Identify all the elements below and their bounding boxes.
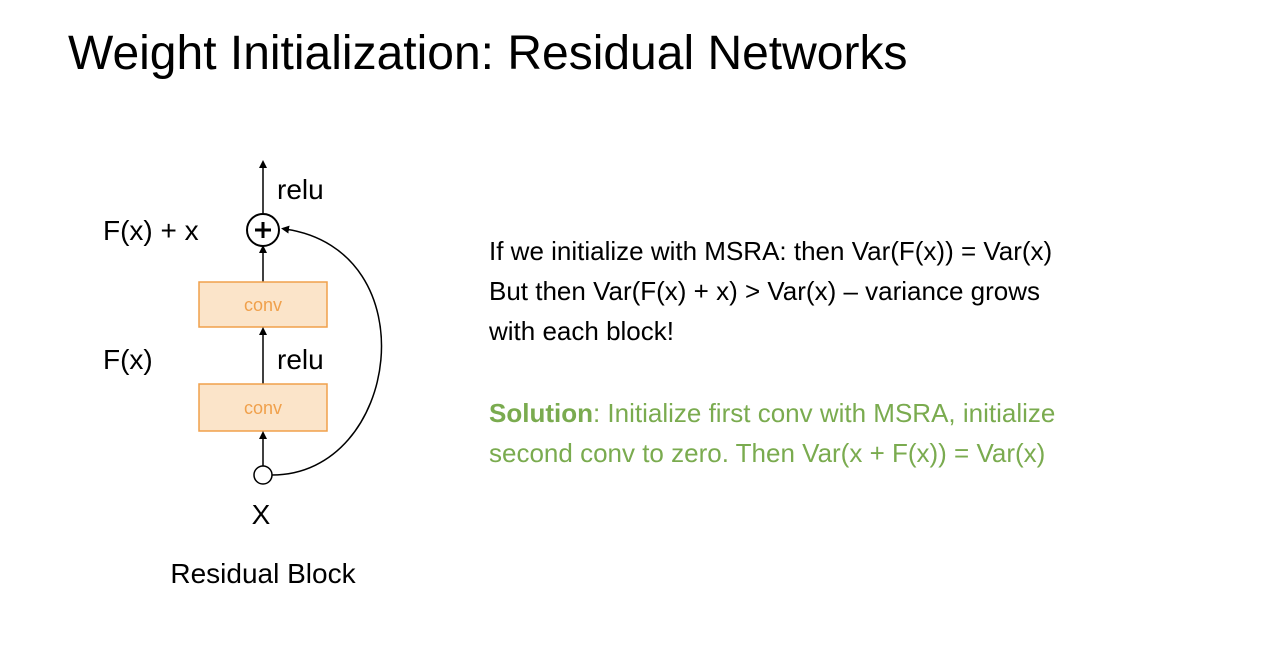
input-node [253, 465, 273, 485]
explanation-text: If we initialize with MSRA: then Var(F(x… [489, 231, 1209, 351]
residual-label: F(x) [103, 344, 153, 375]
conv-top-label: conv [244, 295, 282, 315]
sum-label: F(x) + x [103, 215, 199, 246]
explanation-line-3: with each block! [489, 316, 674, 346]
conv-bottom-label: conv [244, 398, 282, 418]
top-relu-label: relu [277, 174, 324, 205]
solution-line-2: second conv to zero. Then Var(x + F(x)) … [489, 438, 1046, 468]
solution-keyword: Solution [489, 398, 593, 428]
conv-block-top [198, 281, 328, 328]
middle-relu-label: relu [277, 344, 324, 375]
conv-block-bottom [198, 383, 328, 432]
explanation-line-1: If we initialize with MSRA: then Var(F(x… [489, 236, 1053, 266]
solution-line-1: Solution: Initialize first conv with MSR… [489, 393, 1209, 433]
slide-title: Weight Initialization: Residual Networks [68, 27, 908, 80]
solution-text: Solution: Initialize first conv with MSR… [489, 393, 1209, 473]
solution-line-1-rest: : Initialize first conv with MSRA, initi… [592, 398, 1056, 428]
diagram-caption: Residual Block [170, 558, 356, 589]
explanation-line-2: But then Var(F(x) + x) > Var(x) – varian… [489, 276, 1040, 306]
sum-node [246, 213, 280, 247]
input-label: X [252, 499, 271, 530]
skip-connection [271, 225, 383, 476]
